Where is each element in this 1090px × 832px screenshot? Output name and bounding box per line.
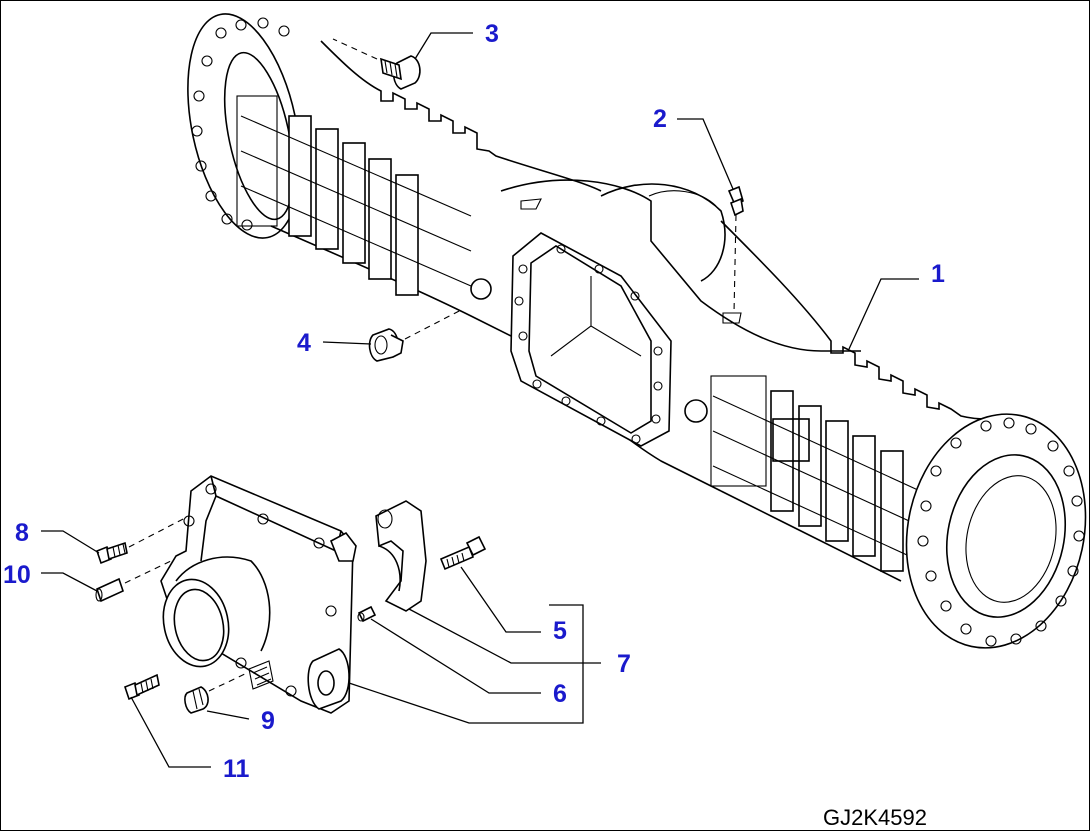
bolt-part-8 bbox=[96, 516, 188, 565]
cap-bolt-part-5 bbox=[439, 535, 487, 571]
callout-7: 7 bbox=[617, 650, 631, 678]
leader-lines bbox=[41, 32, 919, 768]
bolt-part-3 bbox=[332, 38, 421, 90]
callout-9: 9 bbox=[261, 707, 275, 735]
plug-part-4 bbox=[368, 308, 464, 362]
callout-3: 3 bbox=[485, 20, 499, 48]
pin-part-10 bbox=[95, 560, 172, 603]
bolt-part-11 bbox=[124, 673, 160, 701]
breather-nipple bbox=[727, 185, 744, 314]
axle-housing bbox=[187, 13, 1087, 649]
callout-5: 5 bbox=[553, 617, 567, 645]
callout-11: 11 bbox=[223, 755, 250, 783]
dowel-pin-part-6 bbox=[357, 605, 377, 623]
callout-4: 4 bbox=[297, 329, 311, 357]
callout-labels: 3 2 1 4 8 10 5 7 6 9 11 bbox=[3, 20, 945, 783]
callout-8: 8 bbox=[15, 519, 29, 547]
callout-6: 6 bbox=[553, 680, 567, 708]
bearing-carrier bbox=[160, 475, 357, 714]
callout-2: 2 bbox=[653, 105, 667, 133]
drawing-code: GJ2K4592 bbox=[823, 805, 927, 830]
callout-10: 10 bbox=[3, 561, 31, 589]
plug-part-9 bbox=[184, 672, 248, 714]
callout-1: 1 bbox=[931, 260, 945, 288]
bearing-cap-part-7 bbox=[375, 500, 427, 612]
